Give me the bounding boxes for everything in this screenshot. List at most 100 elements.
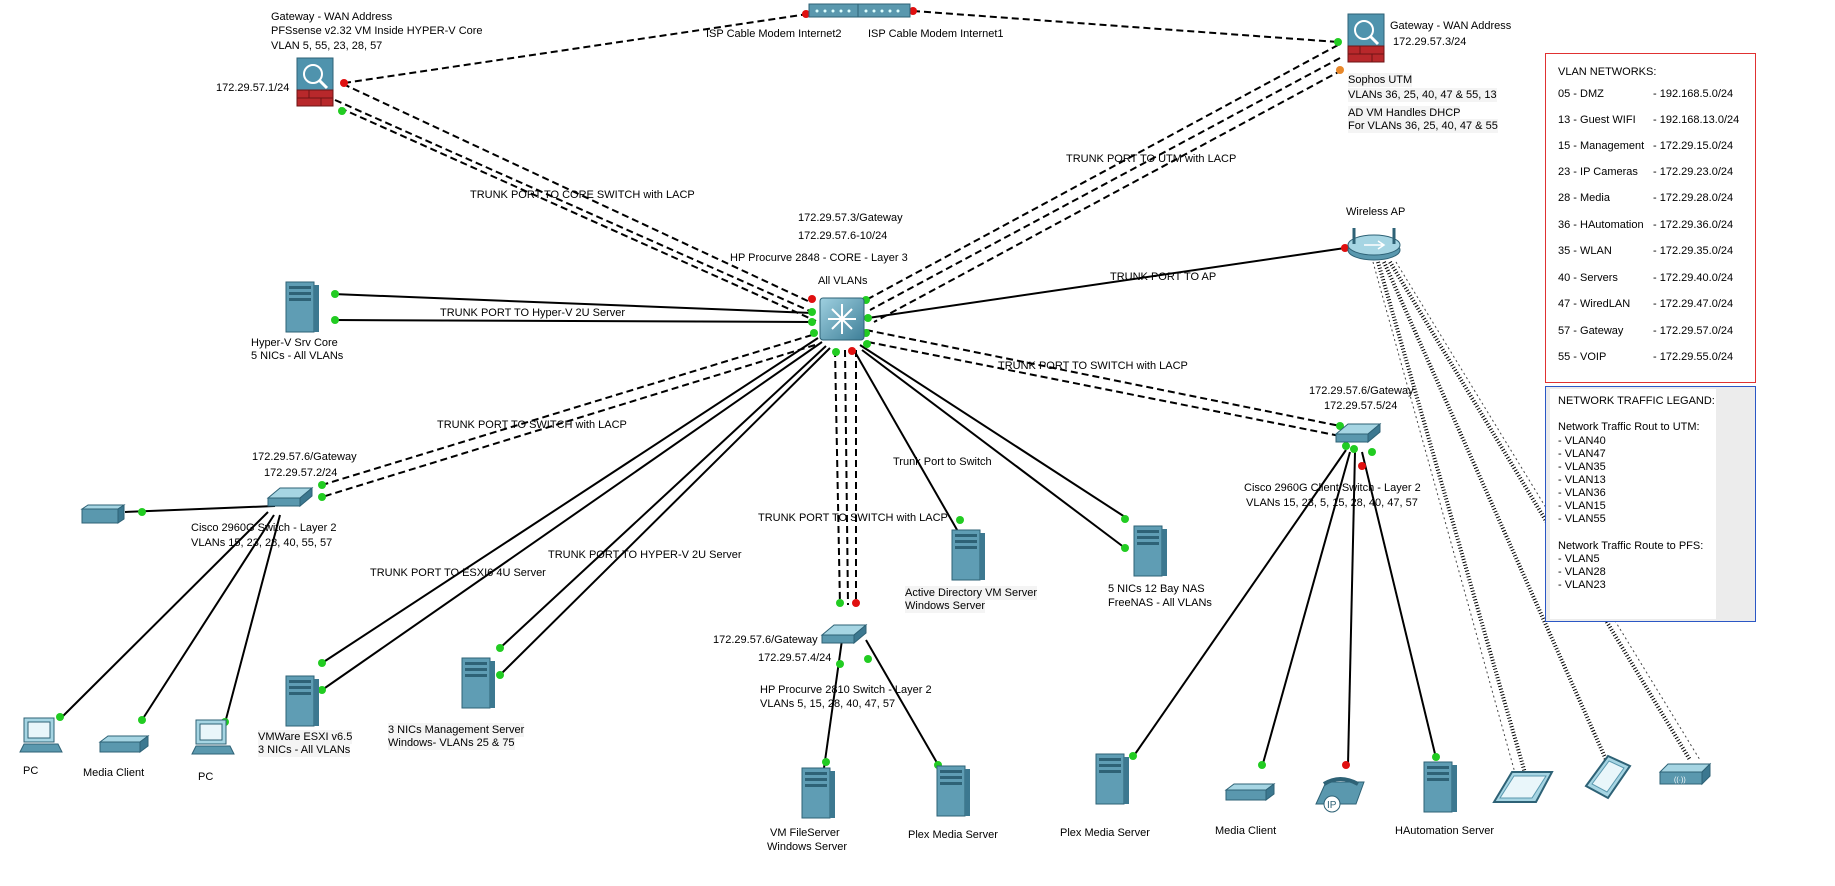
modem2-label: ISP Cable Modem Internet2	[706, 28, 842, 40]
legend-utm-item: - VLAN47	[1558, 448, 1606, 460]
vlan-row: 55 - VOIP - 172.29.55.0/24	[1558, 351, 1733, 363]
vlan-subnet: - 172.29.28.0/24	[1653, 192, 1734, 204]
pfsense-model: PFSsense v2.32 VM Inside HYPER-V Core	[271, 25, 483, 37]
vm-fileserver-icon[interactable]	[801, 767, 836, 819]
ad-server-line2: Windows Server	[905, 599, 986, 613]
smartphone-icon[interactable]	[1584, 754, 1632, 800]
vlan-name: 55 - VOIP	[1558, 351, 1607, 363]
sw-mid-ip2: 172.29.57.4/24	[758, 652, 832, 664]
legend-utm-item: - VLAN55	[1558, 513, 1606, 525]
network-traffic-legend: NETWORK TRAFFIC LEGAND: Network Traffic …	[1545, 386, 1756, 622]
vlan-name: 28 - Media	[1558, 192, 1610, 204]
legend-pfs-item: - VLAN23	[1558, 579, 1606, 591]
vlan-name: 23 - IP Cameras	[1558, 166, 1638, 178]
hyperv-core-server-icon[interactable]	[285, 281, 320, 333]
ip-phone-icon[interactable]: IP	[1315, 777, 1365, 813]
hyperv-core-line2: 5 NICs - All VLANs	[251, 350, 344, 362]
svg-text:IP: IP	[1327, 800, 1337, 811]
mgmt-line1: 3 NICs Management Server	[388, 723, 525, 737]
trunk-links	[321, 10, 1343, 606]
sw-right-ip2: 172.29.57.5/24	[1324, 400, 1398, 412]
vlan-subnet: - 172.29.36.0/24	[1653, 219, 1734, 231]
sophos-name: Sophos UTM	[1348, 73, 1413, 87]
vlan-row: 13 - Guest WIFI- 192.168.13.0/24	[1558, 114, 1739, 126]
vlan-name: 05 - DMZ	[1558, 88, 1604, 100]
media-client-right-icon[interactable]	[1224, 783, 1276, 801]
sophos-dhcp-line2: For VLANs 36, 25, 40, 47 & 55	[1348, 119, 1498, 133]
media-client-left-icon[interactable]	[98, 735, 150, 753]
pc1-label: PC	[23, 765, 39, 777]
vlan-row: 36 - HAutomation - 172.29.36.0/24	[1558, 219, 1733, 231]
vlan-networks-box: VLAN NETWORKS: 05 - DMZ- 192.168.5.0/24 …	[1545, 53, 1756, 383]
legend-utm-title: Network Traffic Rout to UTM:	[1558, 421, 1700, 433]
vlan-subnet: - 192.168.5.0/24	[1653, 88, 1734, 100]
pc-2-icon[interactable]	[191, 719, 235, 755]
wireless-adapter-icon[interactable]: ((·))	[1658, 762, 1712, 786]
vlan-name: 13 - Guest WIFI	[1558, 114, 1636, 126]
cable-modem-1-icon[interactable]	[857, 3, 911, 18]
legend-title: NETWORK TRAFFIC LEGAND:	[1558, 395, 1715, 407]
vlan-name: 57 - Gateway	[1558, 325, 1624, 337]
nas-server-icon[interactable]	[1133, 525, 1168, 577]
pfsense-firewall-icon[interactable]	[296, 57, 334, 107]
cisco-switch-left-icon[interactable]	[267, 487, 313, 507]
trunk-to-switch-label: Trunk Port to Switch	[893, 456, 992, 468]
media-client-right-label: Media Client	[1215, 825, 1277, 837]
plex-server-right-icon[interactable]	[1095, 753, 1130, 805]
media-client-left-label: Media Client	[83, 767, 145, 779]
sophos-firewall-icon[interactable]	[1347, 13, 1385, 63]
vlan-subnet: - 172.29.55.0/24	[1653, 351, 1734, 363]
modem1-label: ISP Cable Modem Internet1	[868, 28, 1004, 40]
pc-1-icon[interactable]	[19, 717, 63, 753]
core-switch-icon[interactable]	[819, 297, 865, 341]
sophos-ip: 172.29.57.3/24	[1393, 36, 1467, 48]
trunk-hyperv2-label: TRUNK PORT TO HYPER-V 2U Server	[548, 549, 742, 561]
vlan-name: 36 - HAutomation	[1558, 219, 1644, 231]
esxi-server-icon[interactable]	[285, 675, 320, 727]
trunk-switch-left-label: TRUNK PORT TO SWITCH with LACP	[437, 419, 627, 431]
vlan-name: 47 - WiredLAN	[1558, 298, 1631, 310]
vlan-name: 15 - Management	[1558, 140, 1645, 152]
trunk-esxi-label: TRUNK PORT TO ESXI6 4U Server	[370, 567, 546, 579]
hyperv-core-line1: Hyper-V Srv Core	[251, 337, 338, 349]
vlan-subnet: - 172.29.47.0/24	[1653, 298, 1734, 310]
sw-right-name: Cisco 2960G Client Switch - Layer 2	[1244, 482, 1421, 494]
plex-server-mid-icon[interactable]	[936, 765, 971, 817]
wireless-ap-icon[interactable]	[1347, 228, 1401, 261]
vlan-row: 28 - Media - 172.29.28.0/24	[1558, 192, 1733, 204]
hp-switch-mid-icon[interactable]	[821, 624, 867, 644]
mgmt-line2: Windows- VLANs 25 & 75	[388, 736, 515, 750]
sophos-title: Gateway - WAN Address	[1390, 20, 1512, 32]
vm-file-line1: VM FileServer	[770, 827, 840, 839]
small-device-icon[interactable]	[80, 504, 126, 524]
core-ip2: 172.29.57.6-10/24	[798, 230, 888, 242]
sw-left-vlans: VLANs 15, 23, 28, 40, 55, 57	[191, 537, 333, 549]
cable-modem-2-icon[interactable]	[808, 3, 862, 18]
plex-right-label: Plex Media Server	[1060, 827, 1150, 839]
core-name: HP Procurve 2848 - CORE - Layer 3	[730, 252, 908, 264]
pc2-label: PC	[198, 771, 214, 783]
hautomation-server-icon[interactable]	[1423, 761, 1458, 813]
active-directory-server-icon[interactable]	[951, 529, 986, 581]
pfsense-vlans: VLAN 5, 55, 23, 28, 57	[271, 40, 383, 52]
trunk-hyperv-label: TRUNK PORT TO Hyper-V 2U Server	[440, 307, 626, 319]
vm-file-line2: Windows Server	[767, 841, 848, 853]
sw-right-vlans: VLANs 15, 23, 5, 15, 28, 40, 47, 57	[1246, 497, 1418, 509]
management-server-icon[interactable]	[461, 657, 496, 709]
vlan-subnet: - 172.29.15.0/24	[1653, 140, 1734, 152]
nas-line2: FreeNAS - All VLANs	[1108, 597, 1212, 609]
vlan-row: 40 - Servers- 172.29.40.0/24	[1558, 272, 1733, 284]
trunk-ap-label: TRUNK PORT TO AP	[1110, 271, 1217, 283]
svg-text:((·)): ((·))	[1674, 777, 1686, 784]
nas-line1: 5 NICs 12 Bay NAS	[1108, 583, 1205, 595]
esxi-line2: 3 NICs - All VLANs	[258, 743, 351, 757]
ad-server-line1: Active Directory VM Server	[905, 586, 1038, 600]
solid-links	[59, 247, 1437, 769]
tablet-icon[interactable]	[1492, 771, 1554, 803]
legend-utm-item: - VLAN13	[1558, 474, 1606, 486]
vlan-row: 35 - WLAN- 172.29.35.0/24	[1558, 245, 1733, 257]
legend-utm-item: - VLAN35	[1558, 461, 1606, 473]
trunk-core-label: TRUNK PORT TO CORE SWITCH with LACP	[470, 189, 695, 201]
vlan-box-title: VLAN NETWORKS:	[1558, 66, 1657, 78]
